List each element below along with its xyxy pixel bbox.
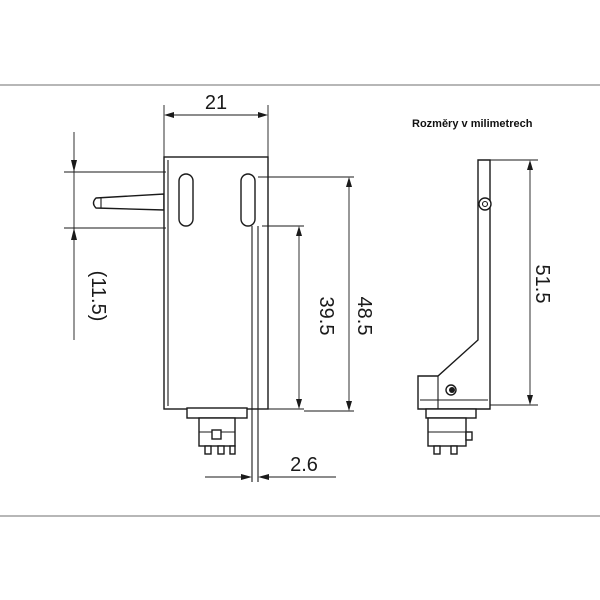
dimension-side-offset: (11.5): [64, 132, 166, 340]
dimension-side-offset-label: (11.5): [87, 271, 109, 322]
dimension-total-height-label: 51.5: [531, 265, 553, 304]
connector-base: [186, 407, 248, 419]
connector-square: [211, 429, 222, 440]
dimension-total-height: 51.5: [490, 159, 553, 406]
side-pin-1: [433, 445, 441, 455]
dimension-slot-length-label: 39.5: [315, 297, 337, 336]
side-connector-tab: [465, 431, 473, 441]
connector-pin-3: [229, 445, 236, 455]
connector-pin-1: [204, 445, 212, 455]
dimension-pin-offset: 2.6: [205, 454, 336, 480]
dimension-slot-length: 39.5: [248, 225, 337, 410]
pivot-circle: [478, 197, 492, 211]
units-caption: Rozměry v milimetrech: [412, 118, 533, 130]
side-body: [417, 159, 491, 410]
front-view: [92, 156, 269, 482]
dimension-width: 21: [163, 92, 269, 157]
side-pin-2: [450, 445, 458, 455]
dimension-body-height: 48.5: [258, 176, 375, 412]
dimension-body-height-label: 48.5: [353, 297, 375, 336]
side-connector-base: [425, 408, 477, 419]
side-view: [417, 159, 492, 455]
lever: [92, 193, 165, 211]
left-mounting-slot: [178, 173, 194, 227]
dimension-width-label: 21: [205, 92, 227, 114]
dimension-pin-offset-label: 2.6: [290, 454, 318, 476]
connector-pin-2: [217, 445, 225, 455]
right-mounting-slot: [240, 173, 256, 227]
